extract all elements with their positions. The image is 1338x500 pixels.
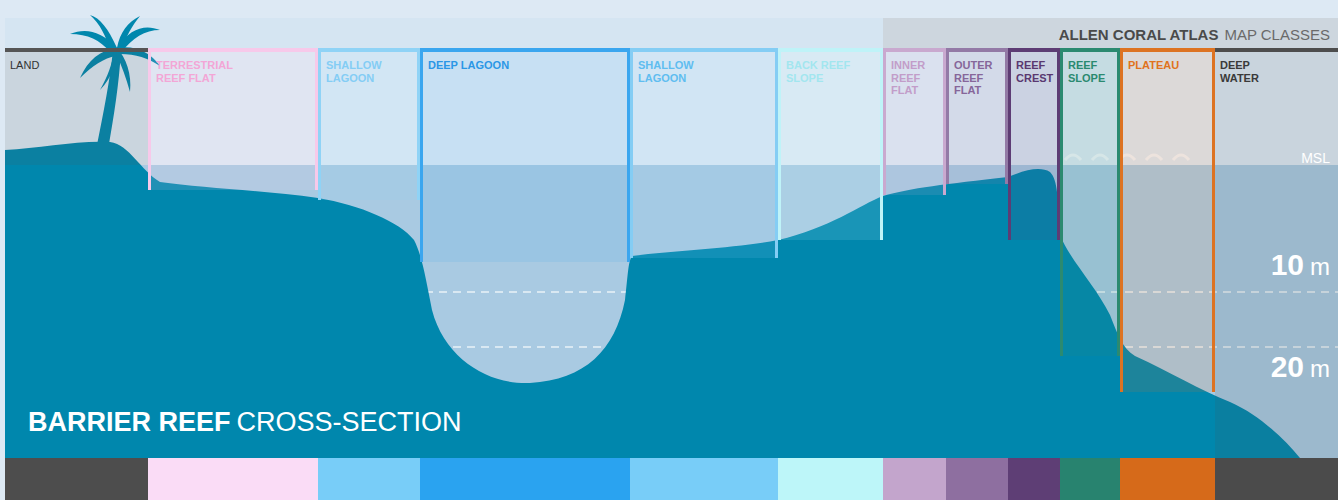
map-class-band: SHALLOW LAGOON	[630, 48, 778, 258]
map-class-band: DEEP LAGOON	[420, 48, 630, 262]
diagram-label: CROSS-SECTION	[237, 407, 462, 438]
label-group: ALLEN CORAL ATLAS MAP CLASSES	[1059, 26, 1330, 43]
label-group: 20m	[1271, 350, 1330, 384]
class-swatch	[1008, 458, 1060, 500]
diagram-label: MSL	[1301, 150, 1330, 166]
label-group: BARRIER REEFCROSS-SECTION	[28, 407, 462, 438]
map-class-band: OUTER REEF FLAT	[946, 48, 1008, 184]
diagram-label: MAP CLASSES	[1224, 26, 1330, 43]
class-name: BACK REEF SLOPE	[786, 59, 866, 84]
diagram-label: BARRIER REEF	[28, 407, 231, 438]
class-name: DEEP LAGOON	[428, 59, 578, 72]
map-class-band: BACK REEF SLOPE	[778, 48, 883, 240]
class-name: REEF SLOPE	[1068, 59, 1112, 84]
label-group: MSL	[1301, 150, 1330, 166]
map-class-band: INNER REEF FLAT	[883, 48, 946, 195]
class-name: SHALLOW LAGOON	[638, 59, 708, 84]
map-class-band: PLATEAU	[1120, 48, 1215, 392]
class-name: PLATEAU	[1128, 59, 1208, 72]
class-swatch	[318, 458, 420, 500]
diagram-label: 20	[1271, 350, 1304, 384]
class-name: INNER REEF FLAT	[891, 59, 931, 97]
class-swatch	[148, 458, 318, 500]
class-swatch	[1120, 458, 1215, 500]
class-swatch	[5, 458, 148, 500]
map-class-band: REEF SLOPE	[1060, 48, 1120, 356]
header-strip	[883, 18, 1338, 48]
diagram-label: ALLEN CORAL ATLAS	[1059, 26, 1219, 43]
map-class-band: SHALLOW LAGOON	[318, 48, 420, 200]
class-name: SHALLOW LAGOON	[326, 59, 396, 84]
diagram-label: m	[1310, 253, 1330, 281]
class-name: OUTER REEF FLAT	[954, 59, 994, 97]
label-group: 10m	[1271, 248, 1330, 282]
diagram-label: 10	[1271, 248, 1304, 282]
class-name: TERRESTRIAL REEF FLAT	[156, 59, 236, 84]
class-name: LAND	[10, 59, 70, 72]
class-swatch	[420, 458, 630, 500]
class-swatch	[883, 458, 946, 500]
diagram-label: m	[1310, 355, 1330, 383]
class-name: DEEP WATER	[1220, 59, 1280, 84]
map-class-band: REEF CREST	[1008, 48, 1060, 240]
class-swatch	[1060, 458, 1120, 500]
class-swatch	[778, 458, 883, 500]
class-swatch	[630, 458, 778, 500]
map-class-band: LAND	[5, 48, 148, 165]
class-name: REEF CREST	[1016, 59, 1056, 84]
class-swatch	[1215, 458, 1338, 500]
map-class-band: TERRESTRIAL REEF FLAT	[148, 48, 318, 190]
class-swatch	[946, 458, 1008, 500]
